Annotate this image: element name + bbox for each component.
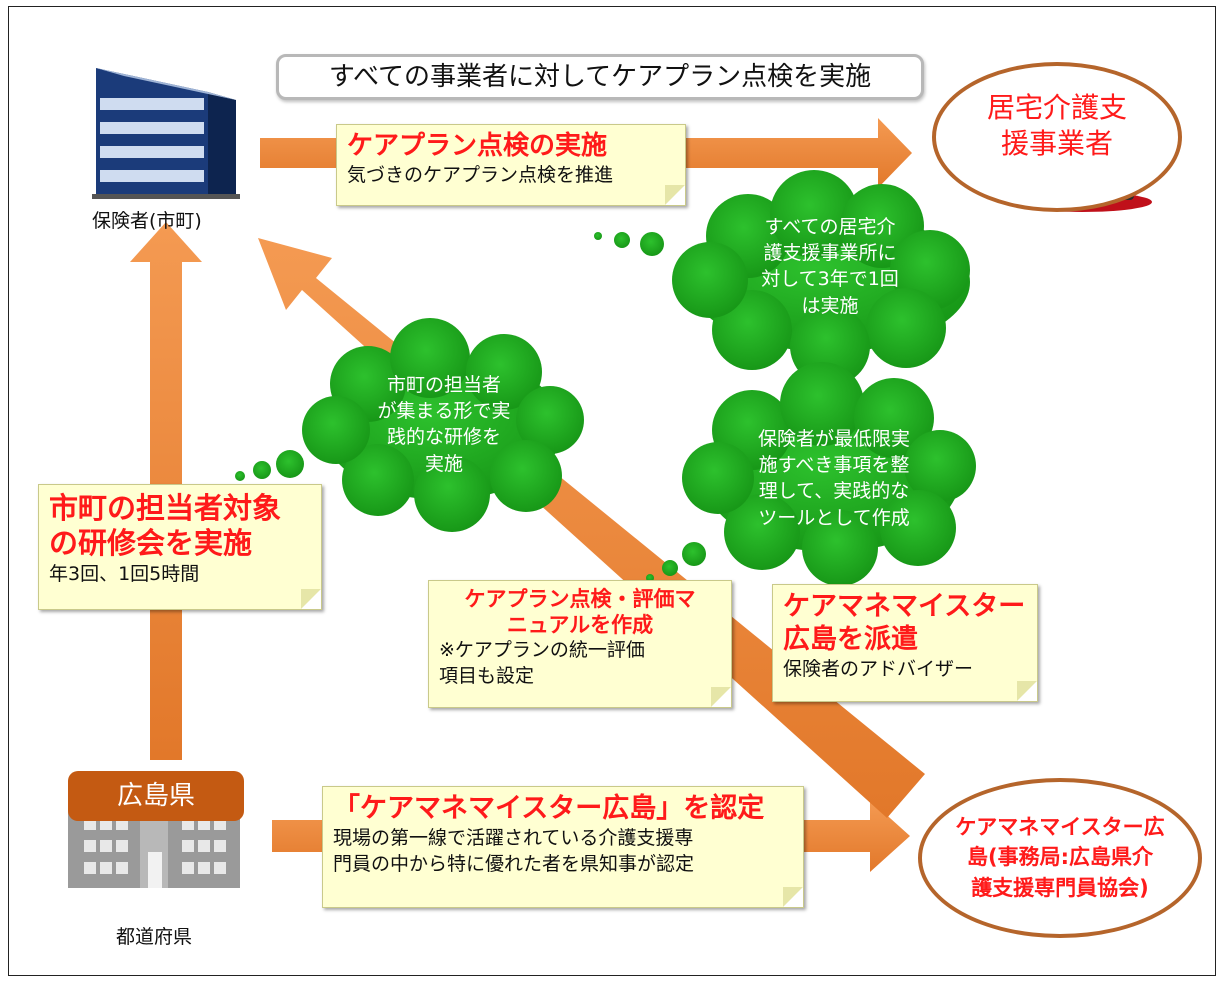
cloud-triennial-line: 護支援事業所に [763,242,897,265]
prefecture-label: 都道府県 [116,926,193,948]
note-training-body: 年3回、1回5時間 [49,562,200,585]
note-dispatch-body: 保険者のアドバイザー [783,657,974,680]
note-training-title1: 市町の担当者対象 [49,491,282,525]
cloud-manual-text: 保険者が最低限実 施すべき事項を整 理して、実践的な ツールとして作成 [716,426,952,531]
banner-title: すべての事業者に対してケアプラン点検を実施 [276,54,924,100]
cloud-training-line: 践的な研修を [386,426,501,449]
note-certify-body2: 門員の中から特に優れた者を県知事が認定 [333,852,695,875]
cloud-training-line: が集まる形で実 [377,400,511,423]
cloud-training-line: 市町の担当者 [386,374,501,396]
note-manual: ケアプラン点検・評価マ ニュアルを作成 ※ケアプランの統一評価 項目も設定 [428,580,732,708]
office-building-icon [92,68,240,199]
cloud-training-line: 実施 [424,452,463,475]
note-manual-title2: ニュアルを作成 [506,612,654,637]
note-training-title2: の研修会を実施 [49,526,253,561]
provider-line1: 居宅介護支 [986,91,1127,124]
note-dispatch: ケアマネマイスター 広島を派遣 保険者のアドバイザー [772,584,1038,702]
prefecture-badge: 広島県 [68,771,244,821]
cloud-triennial-text: すべての居宅介 護支援事業所に 対して3年で1回 は実施 [712,214,948,319]
note-certify: 「ケアマネマイスター広島」を認定 現場の第一線で活躍されている介護支援専 門員の… [322,786,804,908]
meister-line1: ケアマネマイスター広 [955,815,1165,839]
cloud-training-text: 市町の担当者 が集まる形で実 践的な研修を 実施 [330,372,558,477]
cloud-manual-line: 理して、実践的な [758,480,910,503]
cloud-manual-line: 保険者が最低限実 [757,428,910,450]
note-training: 市町の担当者対象 の研修会を実施 年3回、1回5時間 [38,484,322,610]
meister-oval: ケアマネマイスター広 島(事務局:広島県介 護支援専門員協会) [918,778,1202,938]
note-certify-body1: 現場の第一線で活躍されている介護支援専 [333,826,694,849]
note-careplan-check-title: ケアプラン点検の実施 [347,131,608,161]
insurer-label: 保険者(市町) [92,210,202,232]
meister-line3: 護支援専門員協会) [971,875,1149,900]
meister-line2: 島(事務局:広島県介 [967,845,1153,870]
provider-line2: 援事業者 [1000,127,1113,161]
note-careplan-check: ケアプラン点検の実施 気づきのケアプラン点検を推進 [336,124,686,206]
cloud-triennial-line: は実施 [801,294,859,317]
provider-oval: 居宅介護支 援事業者 [932,62,1182,212]
note-dispatch-title2: 広島を派遣 [783,623,918,655]
note-dispatch-title1: ケアマネマイスター [783,591,1026,622]
cloud-manual-line: ツールとして作成 [758,506,910,529]
note-manual-body1: ※ケアプランの統一評価 [439,639,645,662]
note-careplan-check-body: 気づきのケアプラン点検を推進 [347,163,614,186]
note-manual-title1: ケアプラン点検・評価マ [464,587,696,611]
diagram-frame [8,6,1216,976]
cloud-triennial [594,170,970,386]
cloud-manual-line: 施すべき事項を整 [758,454,910,477]
cloud-manual [646,362,976,586]
note-certify-title: 「ケアマネマイスター広島」を認定 [333,793,765,824]
cloud-triennial-line: 対して3年で1回 [761,268,899,291]
cloud-triennial-line: すべての居宅介 [764,216,896,238]
cloud-training [235,318,584,532]
note-manual-body2: 項目も設定 [439,664,535,687]
